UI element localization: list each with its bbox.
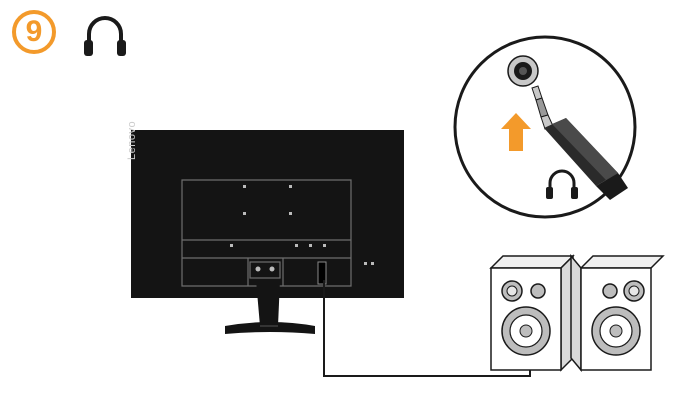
callout-zoom [453, 35, 637, 219]
audio-port [317, 261, 327, 285]
vesa-screws [230, 185, 374, 265]
monitor-back [131, 130, 404, 298]
speaker-right [570, 253, 665, 373]
step-number: 9 [25, 15, 43, 48]
speaker-left [489, 254, 575, 372]
callout-headphones-icon [546, 169, 578, 199]
monitor-stand [225, 280, 315, 334]
monitor-brand-label: Lenovo [126, 120, 138, 160]
jack-socket [507, 55, 539, 87]
insert-arrow [501, 113, 531, 151]
step-number-badge: 9 [12, 10, 56, 54]
audio-plug [531, 85, 628, 200]
headphones-icon [84, 16, 126, 56]
